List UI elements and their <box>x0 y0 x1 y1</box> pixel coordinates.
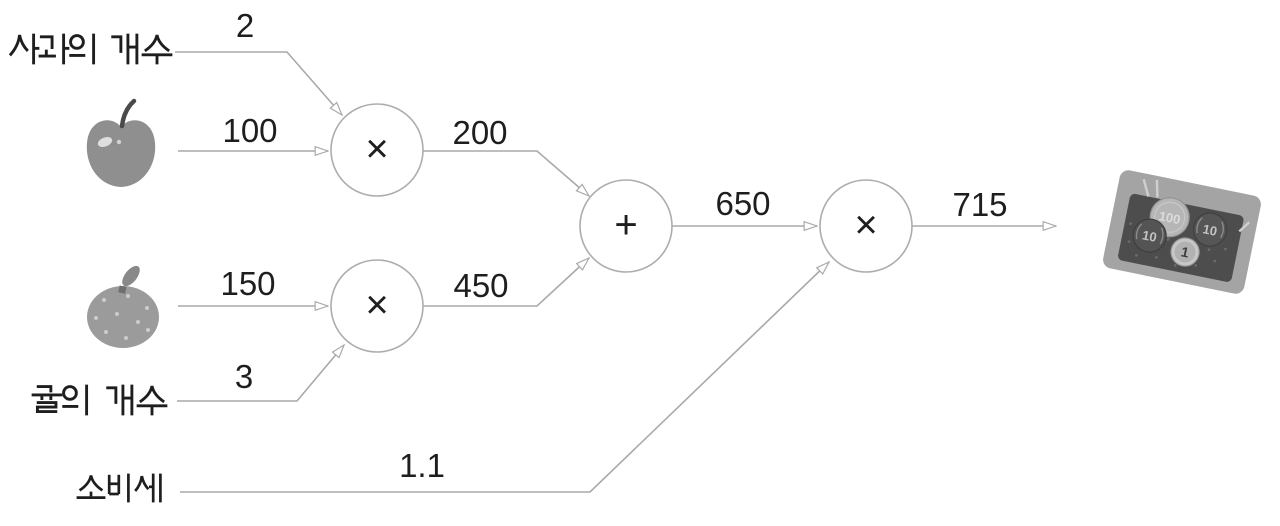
value-apple-count: 2 <box>236 7 254 44</box>
multiply-node-apple: × <box>330 103 424 197</box>
operator-label: + <box>614 203 637 247</box>
coin-1: 1 <box>1170 237 1200 267</box>
value-tax-rate: 1.1 <box>399 447 445 484</box>
hangul-glyph-su <box>136 385 168 416</box>
hangul-glyph-gae <box>106 384 134 416</box>
edge-apple-count <box>175 51 342 115</box>
orange-stem <box>118 285 127 294</box>
add-node: + <box>579 179 673 273</box>
value-apple-subtotal: 200 <box>452 114 507 151</box>
coin-tray-illustration: 100 10 10 1 <box>1103 170 1261 294</box>
hangul-glyph-bi <box>107 473 130 503</box>
orange-dots <box>94 294 150 340</box>
hangul-glyph-ui <box>62 384 89 416</box>
coin-10-right-label: 10 <box>1201 221 1218 239</box>
hangul-glyph-se <box>134 473 162 503</box>
value-final-total: 715 <box>952 186 1007 223</box>
hangul-glyph-ui <box>69 33 96 65</box>
hangul-glyph-su <box>141 34 173 65</box>
edge-orange-subtotal <box>423 258 589 307</box>
value-orange-price: 150 <box>220 265 275 302</box>
value-apple-price: 100 <box>222 112 277 149</box>
apple-body <box>86 120 156 187</box>
node-circle <box>330 259 424 353</box>
node-circle <box>579 179 673 273</box>
label-apple-count: 사과의 개수 <box>8 33 173 65</box>
apple-highlight-dot <box>116 139 122 145</box>
coin-10-left: 10 <box>1132 218 1167 253</box>
apple-stem <box>119 98 137 129</box>
coin-1-label: 1 <box>1180 243 1191 260</box>
apple-highlight <box>97 136 113 148</box>
node-circle <box>330 103 424 197</box>
multiply-node-tax: × <box>819 179 913 273</box>
operator-label: × <box>365 127 388 171</box>
coin-100-label: 100 <box>1157 208 1181 227</box>
hangul-glyph-gwa <box>38 33 70 65</box>
hangul-glyph-gyul <box>31 385 63 413</box>
value-orange-subtotal: 450 <box>453 267 508 304</box>
tray-shine-marks <box>1142 179 1251 233</box>
multiply-node-orange: × <box>330 259 424 353</box>
hangul-glyph-sa <box>8 33 40 65</box>
apple-illustration <box>86 98 156 187</box>
orange-leaf <box>122 265 140 287</box>
coin-10-right: 10 <box>1192 212 1228 247</box>
edge-tax-rate <box>180 262 829 493</box>
label-tax: 소비세 <box>76 473 162 503</box>
value-fruit-total: 650 <box>715 185 770 222</box>
operator-label: × <box>854 203 877 247</box>
hangul-glyph-so <box>76 475 106 499</box>
hangul-glyph-gae <box>111 33 139 65</box>
operator-label: × <box>365 283 388 327</box>
node-circle <box>819 179 913 273</box>
orange-illustration <box>87 265 159 348</box>
coin-10-left-label: 10 <box>1141 227 1158 245</box>
orange-body <box>87 286 159 348</box>
value-orange-count: 3 <box>235 358 253 395</box>
edge-orange-count <box>177 345 344 402</box>
edge-apple-subtotal <box>423 150 589 196</box>
label-orange-count: 귤의 개수 <box>31 384 168 416</box>
